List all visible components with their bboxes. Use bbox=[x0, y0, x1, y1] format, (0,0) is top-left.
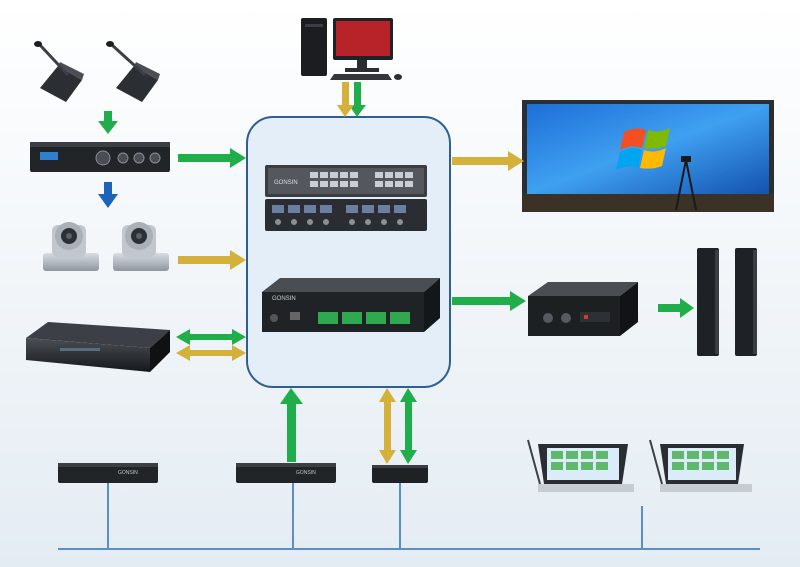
signal-arrow-gold bbox=[176, 82, 524, 464]
rack-unit-icon: GONSIN bbox=[58, 463, 158, 483]
gooseneck-microphone-icon bbox=[34, 41, 84, 102]
rack-unit-icon bbox=[372, 465, 428, 483]
conference-host-unit bbox=[30, 142, 170, 172]
rack-brand-label: GONSIN bbox=[118, 470, 138, 476]
ptz-camera-icon bbox=[113, 222, 169, 271]
pc-workstation-icon bbox=[301, 18, 402, 80]
paperless-terminal-icon bbox=[649, 439, 752, 492]
rack-brand-label: GONSIN bbox=[296, 470, 316, 476]
audio-processor: GONSIN bbox=[262, 278, 440, 332]
paperless-terminal-icon bbox=[527, 439, 634, 492]
led-video-wall-icon bbox=[522, 100, 774, 212]
signal-arrow-green bbox=[98, 82, 694, 464]
central-control-hub bbox=[246, 116, 451, 388]
column-speaker-icon bbox=[735, 248, 757, 356]
processor-brand-label: GONSIN bbox=[272, 296, 296, 302]
gooseneck-microphone-icon bbox=[106, 41, 160, 102]
signal-arrow-blue bbox=[98, 182, 118, 208]
windows-logo-icon bbox=[616, 128, 670, 170]
video-matrix-switcher: GONSIN bbox=[265, 165, 427, 231]
matrix-brand-label: GONSIN bbox=[274, 180, 298, 186]
video-conference-codec-icon bbox=[26, 322, 170, 372]
ptz-camera-icon bbox=[43, 222, 99, 271]
column-speaker-icon bbox=[697, 248, 719, 356]
network-bus bbox=[58, 483, 760, 550]
rack-unit-icon: GONSIN bbox=[236, 463, 336, 483]
power-amplifier-icon bbox=[528, 282, 638, 336]
